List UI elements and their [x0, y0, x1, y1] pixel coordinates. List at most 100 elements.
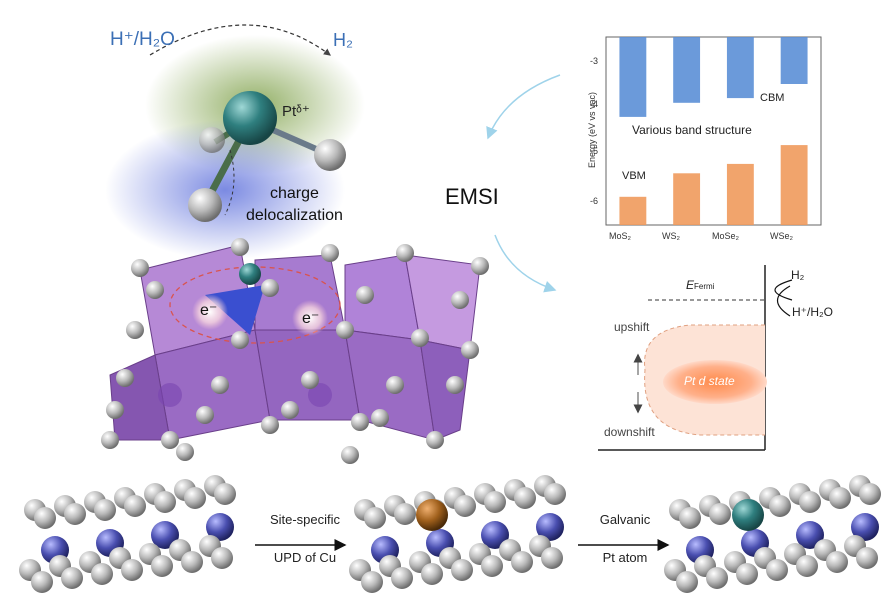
electron-label-2: e⁻ [302, 310, 320, 327]
lattice-atom [301, 371, 319, 389]
pt-single-atom [732, 499, 764, 531]
lattice-atom [371, 409, 389, 427]
d-state-core [663, 360, 767, 404]
step1-line1: Site-specific [269, 512, 341, 527]
lattice-atom [131, 259, 149, 277]
category-label: WSe₂ [770, 231, 793, 241]
slab-atom [94, 499, 116, 521]
slab-atom [856, 547, 878, 569]
cbm-annotation: CBM [760, 92, 785, 104]
slab-atom [34, 507, 56, 529]
slab-atom [151, 555, 173, 577]
cbm-bar [673, 37, 701, 103]
energy-diagram [598, 265, 793, 451]
vbm-annotation: VBM [622, 170, 646, 182]
slab-atom [859, 483, 881, 505]
fermi-label: EFermi [686, 278, 714, 292]
slab-atom [211, 547, 233, 569]
downshift-label: downshift [604, 425, 655, 439]
slab-atom [796, 555, 818, 577]
slab-metal-atom [536, 513, 564, 541]
lattice-atom [261, 279, 279, 297]
slab-atom [709, 503, 731, 525]
ytick: -4 [590, 99, 599, 109]
slab-metal-atom [851, 513, 879, 541]
slab-atom [799, 491, 821, 513]
vbm-bar [673, 173, 701, 225]
pt-complex-illustration [105, 24, 365, 260]
lattice-atom [336, 321, 354, 339]
slab-metal-atom [151, 521, 179, 549]
category-label: MoSe₂ [712, 231, 740, 241]
band-chart [605, 36, 822, 226]
polyhedron [419, 339, 471, 441]
lattice-atom [196, 406, 214, 424]
lattice-atom [231, 238, 249, 256]
pt-atom-small [239, 263, 261, 285]
slab-atom [484, 491, 506, 513]
slab-atom [826, 551, 848, 573]
vbm-bar [780, 145, 808, 225]
slab-atom [514, 487, 536, 509]
ytick: -6 [590, 196, 599, 206]
pt-charge-label: Ptᵟ⁺ [282, 103, 310, 120]
lattice-atom [231, 331, 249, 349]
lattice-atom [411, 329, 429, 347]
emsi-label: EMSI [445, 184, 499, 209]
chart-ylabel: Energy (eV vs vac) [587, 91, 597, 169]
slab-atom [544, 483, 566, 505]
reaction-arrow [149, 24, 331, 56]
lattice-atom [471, 257, 489, 275]
h2-bracket [776, 285, 791, 317]
lattice-atom [146, 281, 164, 299]
bottom-structures [19, 475, 881, 593]
slab-atom [214, 483, 236, 505]
lattice-atoms [101, 238, 489, 464]
lattice-atom [321, 244, 339, 262]
slab-atom [706, 567, 728, 589]
cbm-bar [780, 37, 808, 84]
electron-glow [192, 294, 228, 330]
metal-atom-inner [158, 383, 182, 407]
vbm-bar [619, 196, 647, 225]
slab-atom [454, 495, 476, 517]
lattice-atom [261, 416, 279, 434]
slab-atom [766, 559, 788, 581]
h2-bracket [774, 279, 793, 301]
hplus-energy-label: H⁺/H₂O [792, 305, 833, 319]
lattice-atom [106, 401, 124, 419]
ytick: -3 [590, 56, 599, 66]
slab-atom [481, 555, 503, 577]
category-label: MoS₂ [609, 231, 631, 241]
lattice-atom [426, 431, 444, 449]
slab-metal-atom [796, 521, 824, 549]
ligand-atom [188, 188, 222, 222]
slab-atom [451, 559, 473, 581]
ytick: -5 [590, 146, 599, 156]
slab-atom [64, 503, 86, 525]
lattice-atom [116, 369, 134, 387]
vbm-bar [726, 163, 754, 225]
cbm-bar [619, 37, 647, 117]
step1-line2: UPD of Cu [273, 550, 337, 565]
lattice-atom [101, 431, 119, 449]
lattice-atom [341, 446, 359, 464]
lattice-atom [461, 341, 479, 359]
slab-atom [676, 571, 698, 593]
slab-atom [769, 495, 791, 517]
delocalization-label: delocalization [246, 207, 343, 224]
slab-atom [736, 563, 758, 585]
polyhedra-lattice [101, 238, 489, 464]
lattice-atom [161, 431, 179, 449]
slab-atom [364, 507, 386, 529]
lattice-atom [211, 376, 229, 394]
lattice-atom [451, 291, 469, 309]
slab-atom [394, 503, 416, 525]
step2-line1: Galvanic [599, 512, 651, 527]
slab-atom [124, 495, 146, 517]
lattice-atom [351, 413, 369, 431]
slab-atom [391, 567, 413, 589]
reactant-label: H⁺/H₂O [110, 29, 175, 50]
cbm-bar [726, 37, 754, 99]
